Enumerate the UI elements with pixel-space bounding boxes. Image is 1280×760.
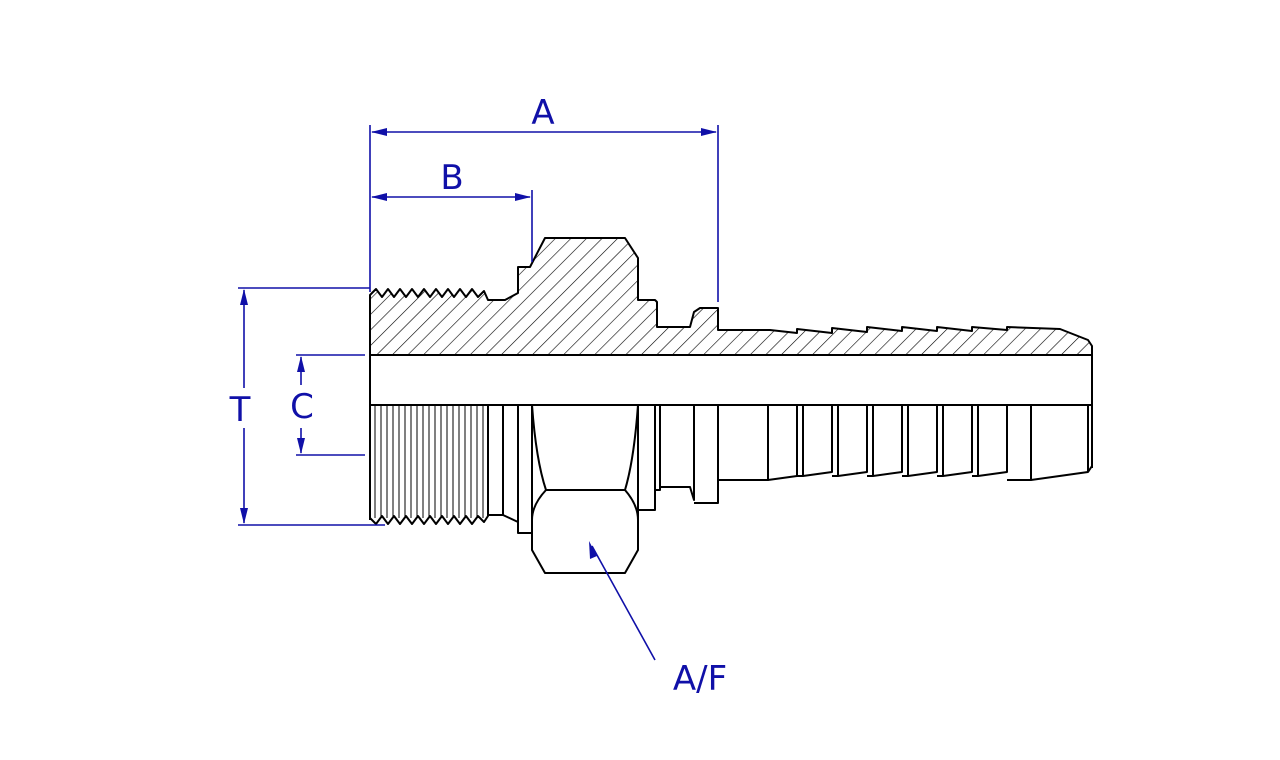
arrowhead [371,193,387,201]
arrowhead [297,356,305,372]
arrowhead [701,128,717,136]
dimension-label-b: B [440,158,463,198]
dimension-a: A [369,93,719,302]
body-exterior [487,405,533,534]
arrowhead [240,289,248,305]
arrowhead [297,438,305,454]
thread-exterior [369,405,489,525]
arrowhead [371,128,387,136]
dimension-label-t: T [229,390,251,430]
section-upper [369,237,1093,356]
dimension-c: C [290,354,365,456]
dimension-af: A/F [589,541,727,699]
dimension-t: T [226,287,385,526]
dimension-label-c: C [290,387,314,427]
dimension-label-af: A/F [673,659,727,699]
arrowhead [515,193,531,201]
arrowhead [240,508,248,524]
collar-right [637,405,769,511]
dimension-label-a: A [531,93,554,133]
arrowhead [589,541,597,559]
barbs-exterior [767,405,1093,481]
dimension-b: B [371,158,533,262]
hex-nut [531,404,639,574]
